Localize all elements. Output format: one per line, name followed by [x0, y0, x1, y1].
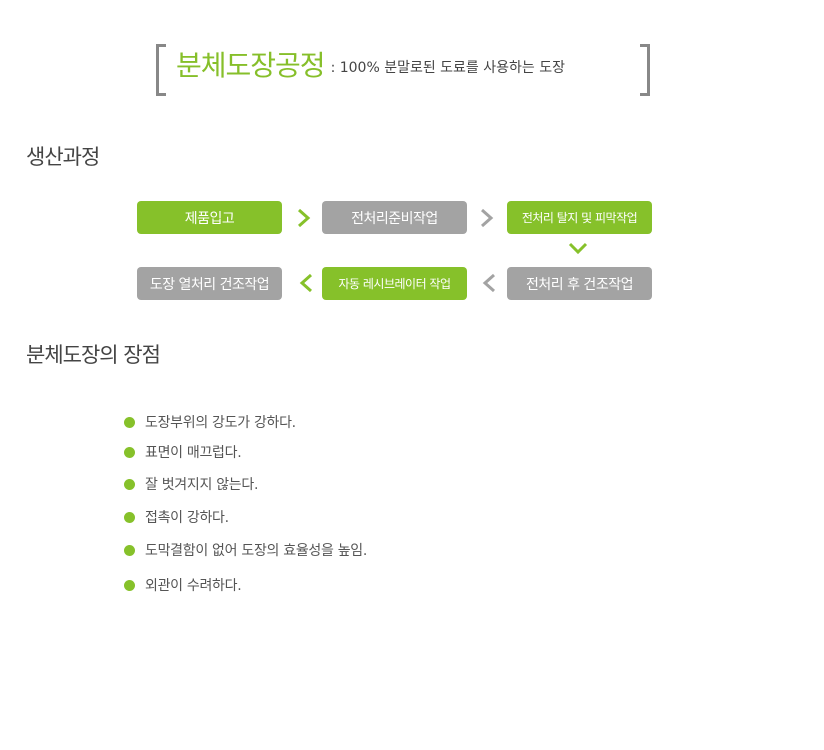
step-post-pretreatment-drying: 전처리 후 건조작업 [507, 267, 652, 300]
process-heading: 생산과정 [26, 145, 100, 169]
list-item: 도장부위의 강도가 강하다. [124, 412, 296, 432]
list-item: 잘 벗겨지지 않는다. [124, 474, 258, 494]
arrow-right-icon [477, 206, 497, 230]
bullet-dot-icon [124, 544, 135, 556]
step-product-receiving: 제품입고 [137, 201, 282, 234]
list-item: 접촉이 강하다. [124, 507, 229, 527]
advantages-heading: 분체도장의 장점 [26, 343, 161, 367]
list-item: 표면이 매끄럽다. [124, 442, 242, 462]
arrow-left-icon [296, 271, 316, 295]
list-item: 외관이 수려하다. [124, 575, 242, 595]
bullet-dot-icon [124, 416, 135, 428]
step-pretreatment-prep: 전처리준비작업 [322, 201, 467, 234]
step-bake-drying: 도장 열처리 건조작업 [137, 267, 282, 300]
step-degreasing-coating: 전처리 탈지 및 피막작업 [507, 201, 652, 234]
page-header: 분체도장공정 : 100% 분말로된 도료를 사용하는 도장 [176, 44, 565, 84]
arrow-down-icon [567, 239, 589, 259]
bullet-dot-icon [124, 511, 135, 523]
step-auto-reciprocator: 자동 레시브레이터 작업 [322, 267, 467, 300]
page-subtitle: : 100% 분말로된 도료를 사용하는 도장 [330, 59, 565, 76]
page-title: 분체도장공정 [176, 49, 326, 82]
left-bracket [156, 44, 166, 96]
list-item: 도막결함이 없어 도장의 효율성을 높임. [124, 540, 367, 560]
arrow-left-icon [479, 271, 499, 295]
right-bracket [640, 44, 650, 96]
bullet-dot-icon [124, 446, 135, 458]
bullet-dot-icon [124, 478, 135, 490]
arrow-right-icon [294, 206, 314, 230]
bullet-dot-icon [124, 579, 135, 591]
